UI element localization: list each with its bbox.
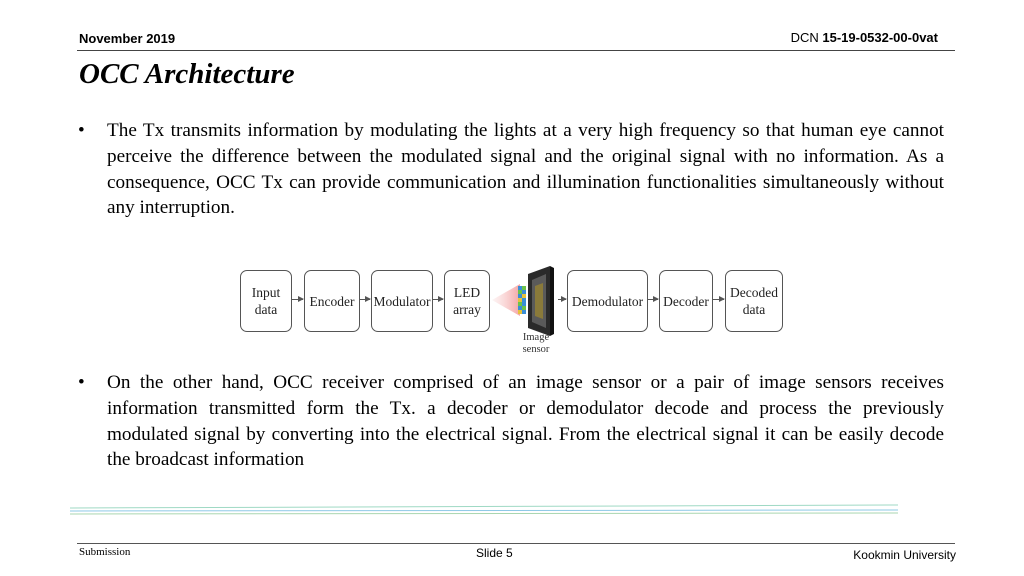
encoder-label: Encoder — [309, 293, 355, 309]
led-line-1: LED — [453, 285, 481, 300]
sensor-line-1: Image — [522, 332, 550, 343]
arrow-demodulator-decoder — [648, 296, 659, 302]
led-line-2: array — [453, 302, 481, 317]
footer-rule — [77, 543, 955, 544]
arrow-input-encoder — [292, 296, 304, 302]
header-date: November 2019 — [79, 31, 176, 46]
dcn-number: 15-19-0532-00-0vat — [822, 30, 938, 45]
bullet-1: • The Tx transmits information by modula… — [78, 118, 944, 221]
modulator-label: Modulator — [373, 293, 431, 309]
led-array-box: LED array — [444, 270, 490, 332]
bullet-text: The Tx transmits information by modulati… — [107, 120, 944, 219]
bullet-2: • On the other hand, OCC receiver compri… — [78, 370, 944, 473]
decoder-box: Decoder — [659, 270, 713, 332]
arrow-encoder-modulator — [360, 296, 371, 302]
footer-organization: Kookmin University — [853, 548, 956, 562]
header-rule — [77, 50, 955, 51]
modulator-box: Modulator — [371, 270, 433, 332]
input-line-2: data — [254, 302, 278, 317]
input-data-box: Input data — [240, 270, 292, 332]
arrow-modulator-led — [433, 296, 444, 302]
arrow-sensor-demodulator — [558, 296, 567, 302]
occ-architecture-diagram: Input data Encoder Modulator LED array — [234, 262, 790, 362]
demodulator-label: Demodulator — [571, 293, 644, 309]
bullet-dot: • — [78, 120, 85, 141]
dcn-prefix: DCN — [790, 30, 819, 45]
bullet-text: On the other hand, OCC receiver comprise… — [107, 372, 944, 471]
output-line-1: Decoded — [730, 285, 778, 300]
footer-slide-number: Slide 5 — [476, 546, 513, 560]
output-line-2: data — [742, 302, 766, 317]
decorative-lines — [70, 504, 899, 515]
decoder-label: Decoder — [663, 293, 709, 309]
sensor-line-2: sensor — [522, 344, 550, 355]
input-line-1: Input — [251, 285, 281, 300]
slide-title: OCC Architecture — [79, 58, 295, 90]
bullet-dot: • — [78, 372, 85, 393]
light-beam-sensor-graphic — [492, 266, 554, 336]
footer-submission: Submission — [79, 546, 131, 558]
encoder-box: Encoder — [304, 270, 360, 332]
arrow-decoder-output — [713, 296, 725, 302]
demodulator-box: Demodulator — [567, 270, 648, 332]
decoded-data-box: Decoded data — [725, 270, 783, 332]
header-dcn: DCN 15-19-0532-00-0vat — [791, 30, 938, 45]
